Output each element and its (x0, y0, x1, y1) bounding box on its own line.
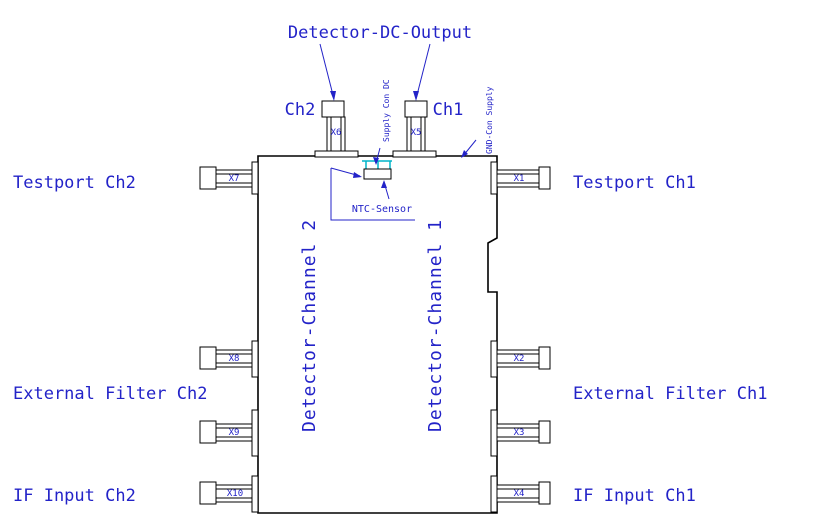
detector-channel-1-label: Detector-Channel 1 (425, 219, 446, 432)
x6-flange (314, 150, 359, 158)
gnd-con-supply-label: GND-Con Supply (485, 86, 494, 154)
detector-channel-2-label: Detector-Channel 2 (299, 219, 320, 432)
testport-ch1-label: Testport Ch1 (573, 173, 696, 193)
x5-label: X5 (411, 128, 422, 138)
connector-x1: X1 (490, 161, 551, 195)
connector-x4: X4 (490, 475, 551, 513)
if-input-ch2-label: IF Input Ch2 (13, 486, 136, 506)
x7-label: X7 (229, 174, 240, 184)
x1-label: X1 (514, 174, 525, 184)
x3-label: X3 (514, 428, 525, 438)
external-filter-ch1-label: External Filter Ch1 (573, 384, 767, 404)
external-filter-ch2-label: External Filter Ch2 (13, 384, 207, 404)
x9-label: X9 (229, 428, 240, 438)
if-input-ch1-label: IF Input Ch1 (573, 486, 696, 506)
ntc-sensor-label: NTC-Sensor (352, 204, 412, 215)
dc-output-arrows (319, 43, 431, 101)
ntc-sensor-leader (330, 167, 415, 221)
connector-x3: X3 (490, 409, 551, 457)
supply-con-dc-label: Supply Con DC (382, 79, 391, 142)
connector-x5: X5 (404, 100, 428, 152)
ch2-top-label: Ch2 (285, 100, 316, 120)
x8-label: X8 (229, 354, 240, 364)
x5-flange (392, 150, 437, 158)
ntc-sensor-element (362, 160, 392, 180)
dc-output-label: Detector-DC-Output (288, 23, 472, 43)
connector-x7: X7 (199, 161, 259, 195)
connector-x10: X10 (199, 475, 259, 513)
connector-x2: X2 (490, 340, 551, 378)
gnd-con-supply-arrow (461, 139, 477, 158)
x6-label: X6 (331, 128, 342, 138)
connector-x9: X9 (199, 409, 259, 457)
x2-label: X2 (514, 354, 525, 364)
supply-con-dc-arrow (373, 147, 381, 165)
connector-x8: X8 (199, 340, 259, 378)
x10-label: X10 (227, 489, 243, 499)
testport-ch2-label: Testport Ch2 (13, 173, 136, 193)
connector-x6: X6 (321, 100, 346, 152)
x4-label: X4 (514, 489, 525, 499)
ch1-top-label: Ch1 (433, 100, 464, 120)
